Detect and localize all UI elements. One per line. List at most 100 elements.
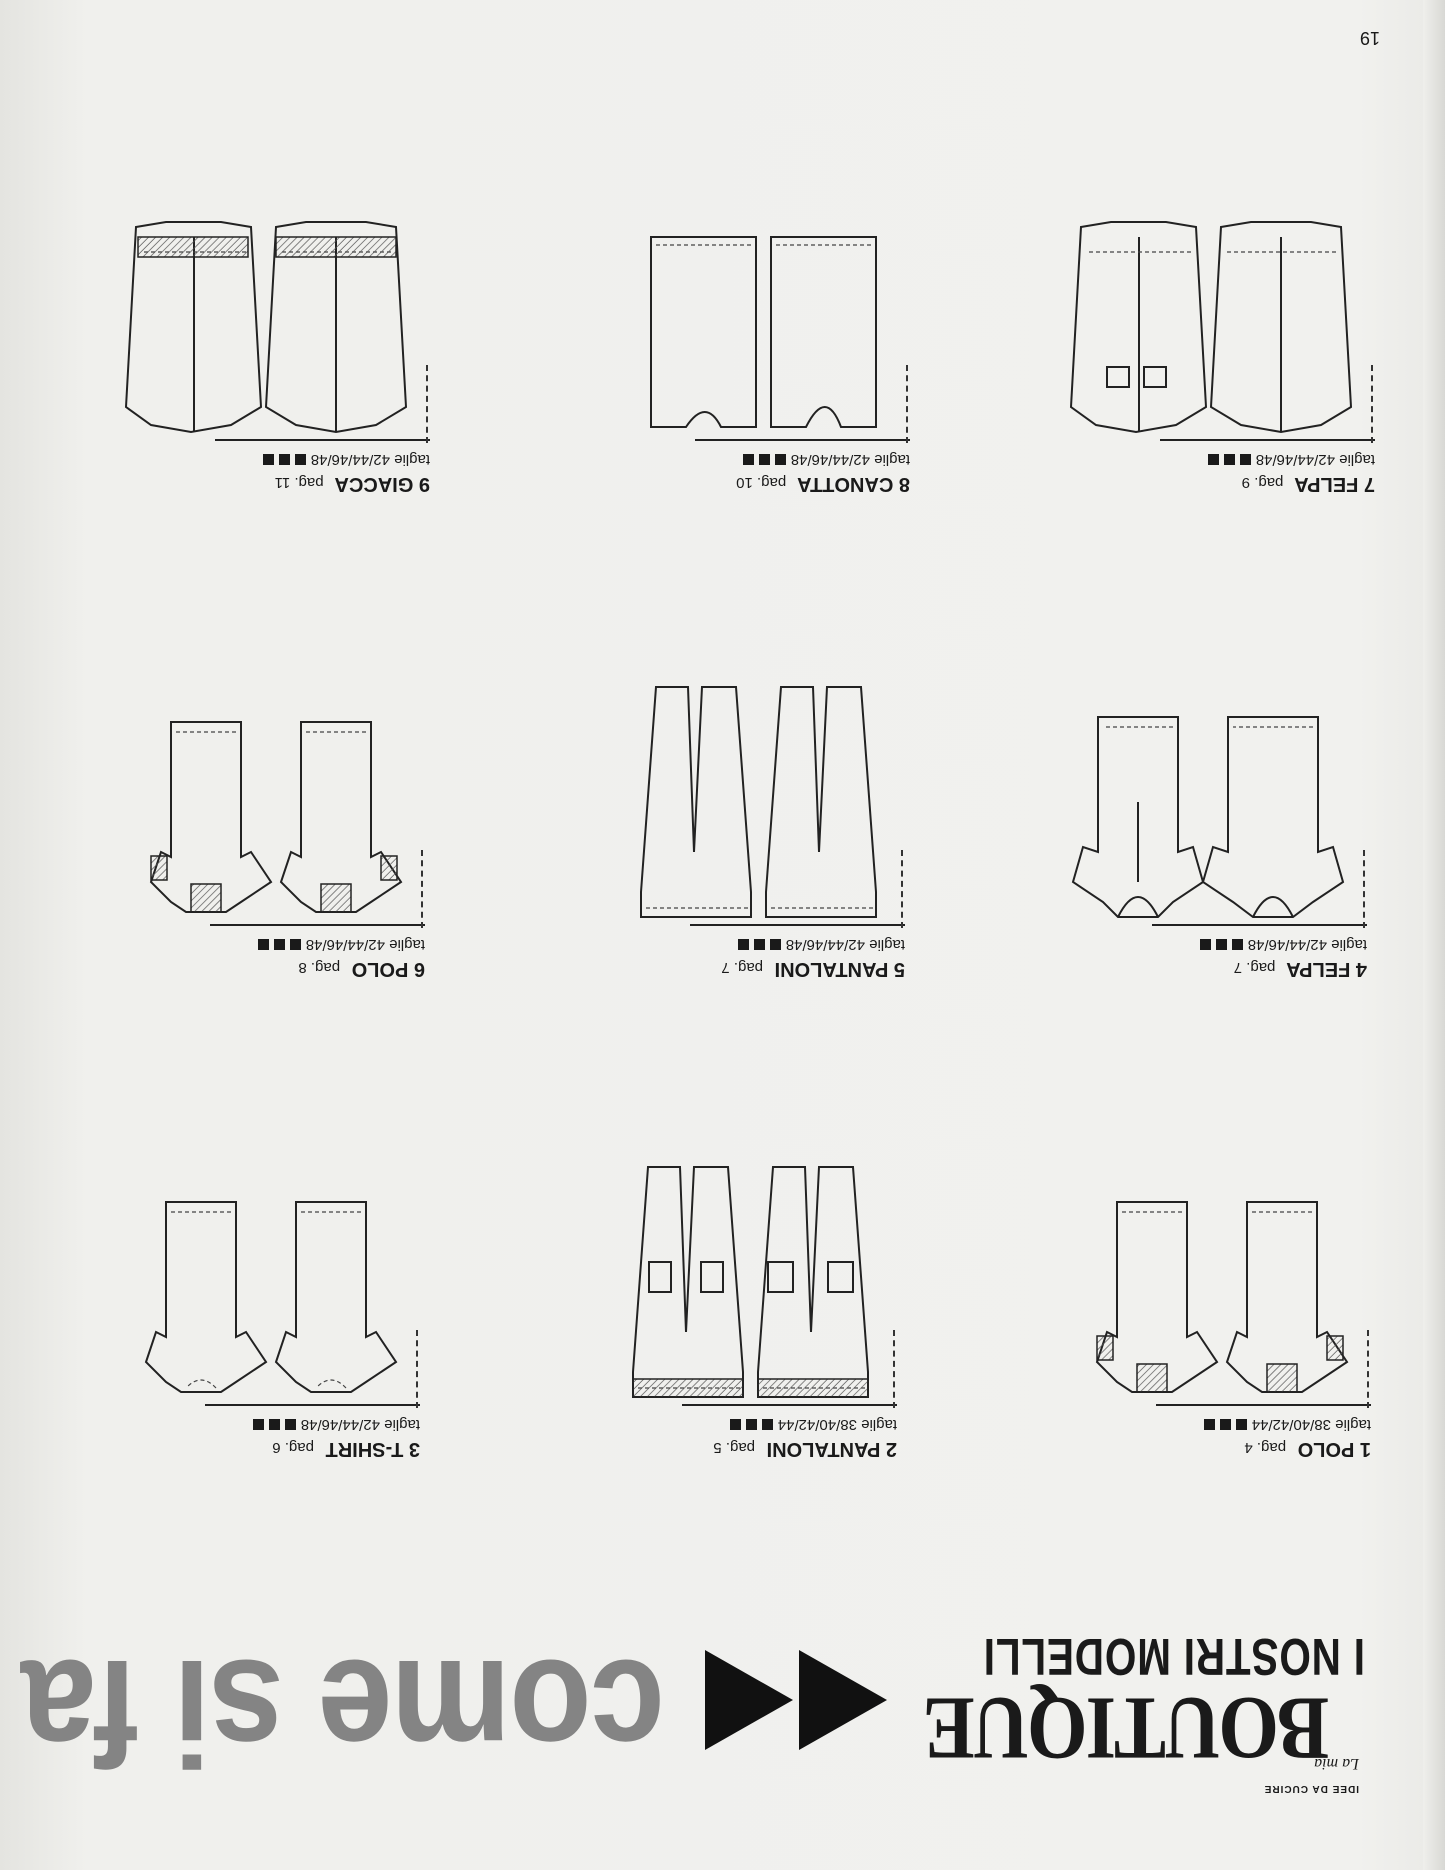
model-number: 7 bbox=[1363, 473, 1375, 495]
model-page-ref: pag. 5 bbox=[713, 1439, 756, 1456]
model-card-8: 8 CANOTTA pag. 10 taglie 42/44/46/48 bbox=[610, 195, 910, 495]
difficulty-square bbox=[1199, 939, 1211, 950]
difficulty-square bbox=[1219, 1419, 1231, 1430]
difficulty-square bbox=[1235, 1419, 1247, 1430]
difficulty-square bbox=[1203, 1419, 1215, 1430]
sizes-text: taglie 42/44/46/48 bbox=[1255, 451, 1375, 468]
model-title: 1 POLO pag. 4 bbox=[1081, 1437, 1371, 1460]
model-name: POLO bbox=[351, 958, 409, 980]
difficulty-square bbox=[294, 454, 306, 465]
model-card-9: 9 GIACCA pag. 11 taglie 42/44/46/48 bbox=[124, 195, 430, 495]
model-caption: 7 FELPA pag. 9 taglie 42/44/46/48 bbox=[1085, 451, 1375, 495]
sizes-text: taglie 42/44/46/48 bbox=[790, 451, 910, 468]
caption-rule bbox=[1160, 439, 1375, 441]
difficulty-square bbox=[1239, 454, 1251, 465]
model-name: CANOTTA bbox=[797, 473, 894, 495]
model-card-7: 7 FELPA pag. 9 taglie 42/44/46/48 bbox=[1069, 195, 1375, 495]
caption-dash-line bbox=[893, 1330, 895, 1408]
difficulty-square bbox=[1215, 939, 1227, 950]
model-number: 1 bbox=[1359, 1438, 1371, 1460]
model-title: 8 CANOTTA pag. 10 bbox=[620, 472, 910, 495]
difficulty-square bbox=[262, 454, 274, 465]
difficulty-square bbox=[289, 939, 301, 950]
caption-dash-line bbox=[906, 365, 908, 443]
garment-sketch bbox=[149, 721, 403, 913]
model-number: 2 bbox=[885, 1438, 897, 1460]
difficulty-square bbox=[769, 939, 781, 950]
model-caption: 4 FELPA pag. 7 taglie 42/44/46/48 bbox=[1077, 936, 1367, 980]
garment-sketch bbox=[144, 1201, 398, 1393]
section-heading: I NOSTRI MODELLI bbox=[982, 1627, 1365, 1685]
model-page-ref: pag. 4 bbox=[1244, 1439, 1287, 1456]
caption-dash-line bbox=[1367, 1330, 1369, 1408]
caption-dash-line bbox=[1371, 365, 1373, 443]
difficulty-square bbox=[268, 1419, 280, 1430]
model-title: 5 PANTALONI pag. 7 bbox=[615, 957, 905, 980]
sizes-text: taglie 42/44/46/48 bbox=[1247, 936, 1367, 953]
model-title: 2 PANTALONI pag. 5 bbox=[607, 1437, 897, 1460]
caption-rule bbox=[682, 1404, 897, 1406]
logo-brand: BOUTIQUE bbox=[924, 1678, 1329, 1779]
model-card-1: 1 POLO pag. 4 taglie 38/40/42/44 bbox=[1071, 1160, 1371, 1460]
difficulty-square bbox=[1231, 939, 1243, 950]
model-sizes: taglie 42/44/46/48 bbox=[135, 936, 425, 953]
caption-dash-line bbox=[901, 850, 903, 928]
masthead: IDEE DA CUCIRE La mia BOUTIQUE I NOSTRI … bbox=[23, 1627, 1365, 1798]
sizes-text: taglie 38/40/42/44 bbox=[1251, 1416, 1371, 1433]
model-sizes: taglie 42/44/46/48 bbox=[615, 936, 905, 953]
difficulty-square bbox=[729, 1419, 741, 1430]
model-page-ref: pag. 6 bbox=[272, 1439, 314, 1456]
model-title: 9 GIACCA pag. 11 bbox=[140, 472, 430, 495]
difficulty-square bbox=[252, 1419, 264, 1430]
model-title: 3 T-SHIRT pag. 6 bbox=[130, 1437, 420, 1460]
model-number: 4 bbox=[1355, 958, 1367, 980]
model-page-ref: pag. 10 bbox=[736, 474, 787, 491]
model-caption: 9 GIACCA pag. 11 taglie 42/44/46/48 bbox=[140, 451, 430, 495]
page-edge-shadow bbox=[1423, 0, 1445, 1870]
difficulty-square bbox=[1207, 454, 1219, 465]
sizes-text: taglie 42/44/46/48 bbox=[305, 936, 425, 953]
caption-dash-line bbox=[1363, 850, 1365, 928]
model-page-ref: pag. 7 bbox=[721, 959, 764, 976]
difficulty-square bbox=[761, 1419, 773, 1430]
difficulty-square bbox=[278, 454, 290, 465]
model-page-ref: pag. 11 bbox=[274, 474, 324, 491]
caption-dash-line bbox=[416, 1330, 418, 1408]
double-arrow-icon bbox=[687, 1650, 887, 1750]
model-name: PANTALONI bbox=[766, 1438, 881, 1460]
model-caption: 8 CANOTTA pag. 10 taglie 42/44/46/48 bbox=[620, 451, 910, 495]
model-sizes: taglie 42/44/46/48 bbox=[130, 1416, 420, 1433]
garment-sketch bbox=[632, 1166, 869, 1398]
model-name: GIACCA bbox=[335, 473, 414, 495]
model-name: T-SHIRT bbox=[325, 1438, 404, 1460]
sizes-text: taglie 42/44/46/48 bbox=[310, 451, 430, 468]
model-sizes: taglie 42/44/46/48 bbox=[140, 451, 430, 468]
caption-rule bbox=[695, 439, 910, 441]
model-title: 6 POLO pag. 8 bbox=[135, 957, 425, 980]
difficulty-square bbox=[273, 939, 285, 950]
model-name: POLO bbox=[1297, 1438, 1355, 1460]
model-name: PANTALONI bbox=[774, 958, 889, 980]
logo-tagline: IDEE DA CUCIRE bbox=[1263, 1783, 1359, 1794]
model-card-5: 5 PANTALONI pag. 7 taglie 42/44/46/48 bbox=[605, 680, 905, 980]
caption-dash-line bbox=[421, 850, 423, 928]
model-sizes: taglie 42/44/46/48 bbox=[1085, 451, 1375, 468]
difficulty-square bbox=[284, 1419, 296, 1430]
model-number: 9 bbox=[418, 473, 430, 495]
caption-rule bbox=[210, 924, 425, 926]
caption-rule bbox=[205, 1404, 420, 1406]
caption-rule bbox=[1156, 1404, 1371, 1406]
model-sizes: taglie 38/40/42/44 bbox=[607, 1416, 897, 1433]
difficulty-square bbox=[758, 454, 770, 465]
model-caption: 2 PANTALONI pag. 5 taglie 38/40/42/44 bbox=[607, 1416, 897, 1460]
model-caption: 5 PANTALONI pag. 7 taglie 42/44/46/48 bbox=[615, 936, 905, 980]
model-caption: 1 POLO pag. 4 taglie 38/40/42/44 bbox=[1081, 1416, 1371, 1460]
sizes-text: taglie 42/44/46/48 bbox=[785, 936, 905, 953]
model-caption: 3 T-SHIRT pag. 6 taglie 42/44/46/48 bbox=[130, 1416, 420, 1460]
garment-sketch bbox=[640, 686, 877, 918]
garment-sketch bbox=[124, 221, 408, 434]
difficulty-square bbox=[257, 939, 269, 950]
caption-dash-line bbox=[426, 365, 428, 443]
garment-sketch bbox=[1069, 221, 1353, 434]
